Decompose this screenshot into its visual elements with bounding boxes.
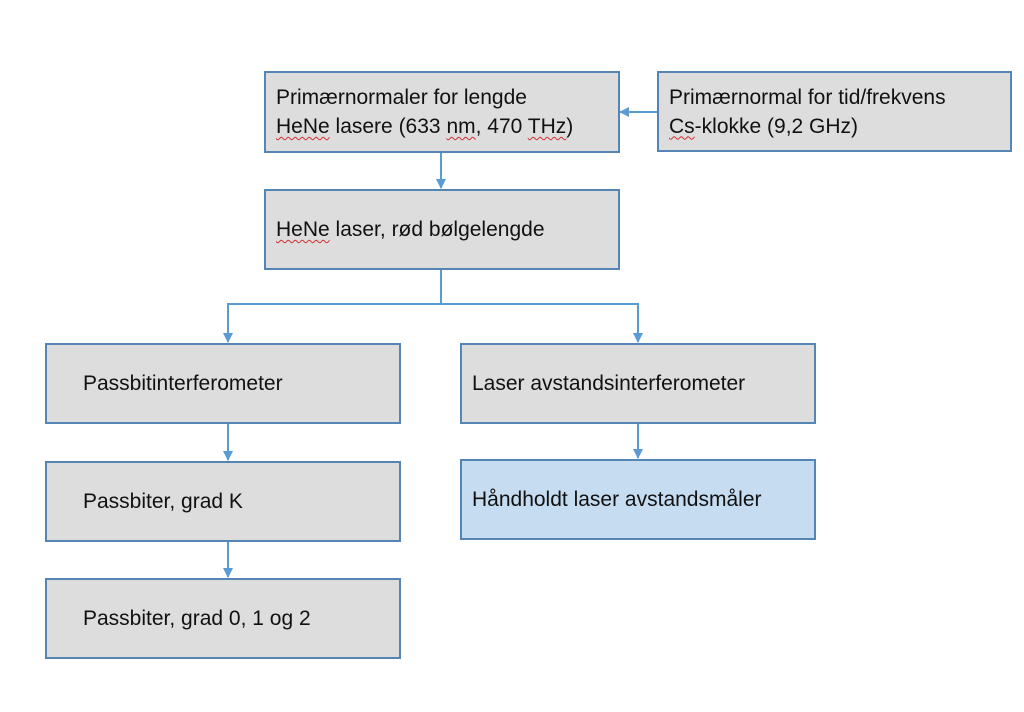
primary-length-detail: HeNe lasere (633 nm, 470 THz) [276, 115, 574, 138]
gauge-blocks-grade-012-box: Passbiter, grad 0, 1 og 2 [45, 578, 401, 659]
primary-length-standards-box: Primærnormaler for lengde HeNe lasere (6… [264, 71, 620, 153]
hene-red-laser-box: HeNe laser, rød bølgelengde [264, 189, 620, 270]
primary-time-title: Primærnormal for tid/frekvens [669, 85, 946, 109]
branch-connector-right [441, 303, 643, 343]
gauge-block-interferometer-box: Passbitinterferometer [45, 343, 401, 424]
laser-distance-interferometer-box: Laser avstandsinterferometer [460, 343, 816, 424]
laser-distance-interferometer-label: Laser avstandsinterferometer [472, 372, 746, 395]
hene-red-laser-label: HeNe laser, rød bølgelengde [276, 218, 545, 241]
gauge-blocks-grade-012-label: Passbiter, grad 0, 1 og 2 [83, 607, 311, 630]
gauge-blocks-grade-k-label: Passbiter, grad K [83, 490, 243, 513]
gauge-block-interferometer-label: Passbitinterferometer [83, 372, 283, 395]
primary-time-detail: Cs-klokke (9,2 GHz) [669, 114, 859, 138]
handheld-laser-distance-meter-box: Håndholdt laser avstandsmåler [460, 459, 816, 540]
handheld-laser-distance-meter-label: Håndholdt laser avstandsmåler [472, 488, 762, 511]
primary-length-title: Primærnormaler for lengde [276, 86, 527, 109]
branch-connector [223, 270, 442, 343]
primary-time-frequency-box: Primærnormal for tid/frekvens Cs-klokke … [657, 71, 1012, 152]
gauge-blocks-grade-k-box: Passbiter, grad K [45, 461, 401, 542]
